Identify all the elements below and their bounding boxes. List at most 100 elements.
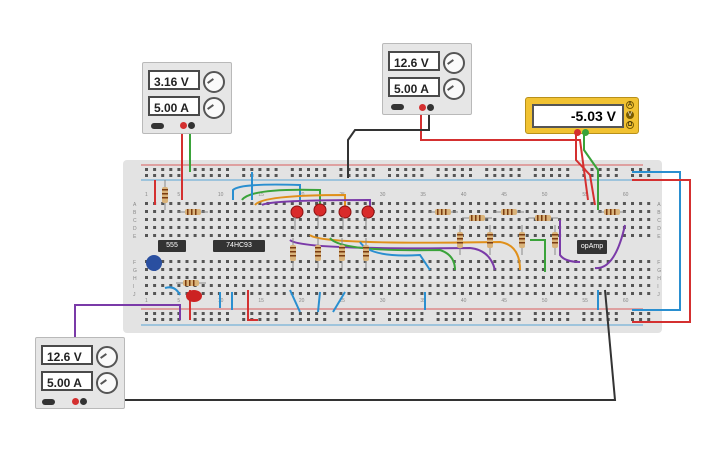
power-supply-2[interactable]: 12.6 V 5.00 A	[382, 43, 472, 115]
negative-terminal[interactable]	[427, 104, 434, 111]
column-label: 20	[299, 298, 305, 304]
row-label: J	[133, 292, 136, 298]
column-label: 55	[582, 298, 588, 304]
resistor-r4	[435, 209, 451, 215]
column-label: 60	[623, 298, 629, 304]
mode-volts[interactable]: V	[626, 111, 634, 119]
resistor-r2	[185, 209, 201, 215]
column-label: 5	[177, 192, 180, 198]
column-label: 30	[380, 192, 386, 198]
wire-v4	[289, 289, 301, 313]
multimeter[interactable]: -5.03 V A V Ω	[525, 97, 639, 136]
column-label: 40	[461, 192, 467, 198]
resistor-r3	[183, 280, 199, 286]
current-knob[interactable]	[443, 78, 465, 100]
wire-bottom-orange	[309, 234, 521, 271]
positive-terminal[interactable]	[72, 398, 79, 405]
current-display: 5.00 A	[388, 77, 440, 97]
column-label: 35	[420, 298, 426, 304]
wire-red-rail	[632, 179, 691, 323]
current-display: 5.00 A	[148, 96, 200, 116]
voltage-knob[interactable]	[203, 71, 225, 93]
wire-jumper-purple	[261, 198, 371, 210]
negative-terminal[interactable]	[188, 122, 195, 129]
power-supply-1[interactable]: 3.16 V 5.00 A	[142, 62, 232, 134]
column-label: 25	[339, 298, 345, 304]
resistor-r5	[469, 215, 485, 221]
opamp-chip[interactable]: opAmp	[577, 240, 607, 254]
voltage-knob[interactable]	[443, 52, 465, 74]
column-label: 40	[461, 298, 467, 304]
wire-jumper-blue	[232, 183, 301, 200]
column-label: 5	[177, 298, 180, 304]
power-switch[interactable]	[391, 104, 404, 110]
wire-supply2-negative	[347, 107, 430, 178]
row-label: A	[133, 202, 137, 208]
capacitor-red	[186, 290, 202, 302]
resistor-r12	[552, 232, 558, 248]
wire-opamp-feedback	[594, 224, 626, 270]
row-label: B	[133, 210, 137, 216]
voltage-display: 12.6 V	[41, 345, 93, 365]
wire-green-right	[530, 239, 546, 272]
column-label: 15	[258, 298, 264, 304]
wire-blue-rail	[632, 171, 681, 311]
current-knob[interactable]	[96, 372, 118, 394]
wire-opamp-purple	[559, 220, 581, 263]
mode-amps[interactable]: A	[626, 101, 634, 109]
column-label: 1	[145, 298, 148, 304]
resistor-led4	[363, 245, 369, 261]
column-label: 60	[623, 192, 629, 198]
positive-terminal[interactable]	[180, 122, 187, 129]
row-label: H	[133, 276, 137, 282]
column-label: 55	[582, 192, 588, 198]
wire-jumper-orange	[254, 193, 346, 210]
wire-bottom-blue	[359, 241, 431, 271]
timer-555-chip[interactable]: 555	[158, 240, 186, 252]
row-label: F	[133, 260, 136, 266]
column-label: 50	[542, 298, 548, 304]
power-switch[interactable]	[151, 123, 164, 129]
probe-terminal-green[interactable]	[582, 129, 589, 136]
column-label: 45	[501, 192, 507, 198]
negative-terminal[interactable]	[80, 398, 87, 405]
positive-terminal[interactable]	[419, 104, 426, 111]
row-label: D	[657, 226, 661, 232]
wire-bottom-purple	[289, 239, 496, 271]
row-label: G	[657, 268, 661, 274]
resistor-led1	[290, 245, 296, 261]
resistor-r7	[535, 215, 551, 221]
column-label: 50	[542, 192, 548, 198]
power-supply-3[interactable]: 12.6 V 5.00 A	[35, 337, 125, 409]
voltage-display: 3.16 V	[148, 70, 200, 90]
wire-v3	[247, 290, 258, 321]
resistor-r6	[501, 209, 517, 215]
breadboard[interactable]: AABBCCDDEEFFGGHHIIJJ11551010151520202525…	[123, 160, 662, 333]
row-label: C	[133, 218, 137, 224]
counter-74hc93-chip[interactable]: 74HC93	[213, 240, 265, 252]
power-switch[interactable]	[42, 399, 55, 405]
red-led-3	[338, 205, 352, 219]
column-label: 30	[380, 298, 386, 304]
wire-supply3-negative	[83, 289, 617, 401]
row-label: G	[133, 268, 137, 274]
row-label: J	[657, 292, 660, 298]
row-label: I	[657, 284, 658, 290]
wire-bottom-green	[329, 237, 456, 271]
wire-jumper-green	[241, 188, 321, 205]
current-knob[interactable]	[203, 97, 225, 119]
column-label: 1	[145, 192, 148, 198]
row-label: I	[133, 284, 134, 290]
row-label: E	[657, 234, 661, 240]
row-label: D	[133, 226, 137, 232]
resistor-r8	[604, 209, 620, 215]
row-label: B	[657, 210, 661, 216]
capacitor-blue	[146, 255, 162, 271]
column-label: 45	[501, 298, 507, 304]
resistor-r1	[162, 187, 168, 203]
wire-v6	[332, 291, 346, 313]
red-led-4	[361, 205, 375, 219]
mode-ohms[interactable]: Ω	[626, 121, 634, 129]
voltage-knob[interactable]	[96, 346, 118, 368]
probe-terminal-red[interactable]	[574, 129, 581, 136]
